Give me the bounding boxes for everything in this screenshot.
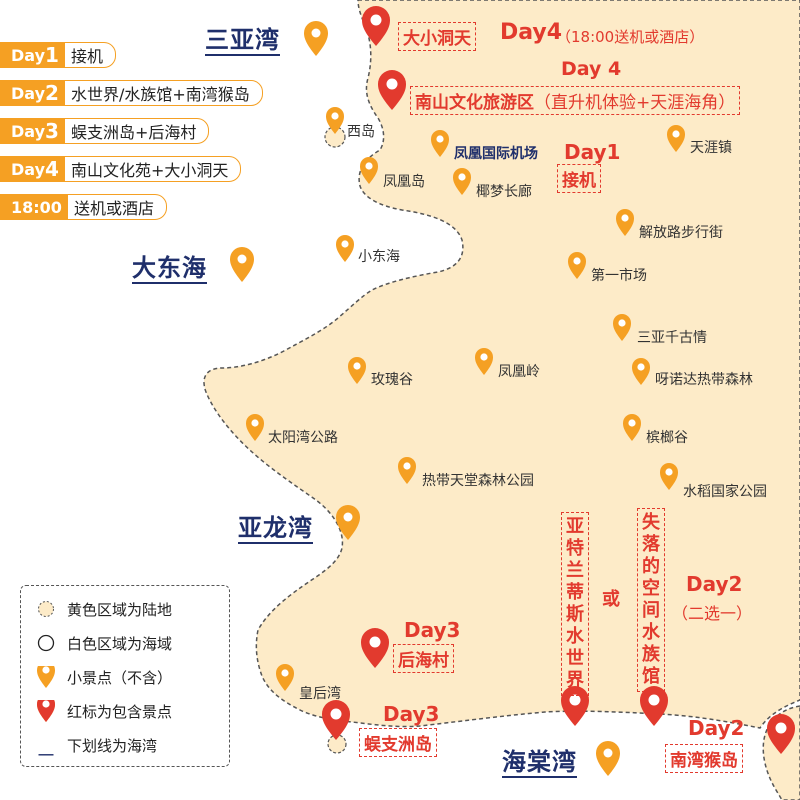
sea-swatch-icon	[35, 632, 57, 654]
atlantis-box: 亚特兰蒂斯水世界	[561, 512, 589, 696]
day-prefix: Day	[11, 121, 46, 141]
houhai-box: 后海村	[393, 644, 454, 673]
label-fenghuangling: 凤凰岭	[498, 364, 540, 380]
land-swatch-icon	[35, 598, 57, 620]
label-yanuoda: 呀诺达热带森林	[655, 372, 753, 388]
day-number: 3	[45, 119, 59, 143]
label-jiefang: 解放路步行街	[639, 225, 723, 241]
label-diyi: 第一市场	[591, 268, 647, 284]
day-prefix: Day	[11, 159, 46, 179]
itinerary-departure: 18:00 送机或酒店	[0, 194, 167, 220]
label-binlang: 槟榔谷	[646, 430, 688, 446]
bay-yalong: 亚龙湾	[238, 514, 313, 544]
key-red: 红标为包含景点	[35, 700, 172, 722]
jieji-day: Day1	[564, 140, 621, 164]
bay-sanya: 三亚湾	[205, 26, 280, 56]
wuzhizhou-day: Day3	[383, 702, 440, 726]
key-land-text: 黄色区域为陆地	[67, 600, 173, 619]
label-xiaodonghai: 小东海	[358, 249, 400, 265]
label-yemeng: 椰梦长廊	[476, 184, 532, 200]
nanshan-box: 南山文化旅游区（直升机体验+天涯海角）	[410, 86, 741, 115]
label-taiyangwan: 太阳湾公路	[268, 430, 338, 446]
bay-haitang: 海棠湾	[502, 748, 577, 778]
monkey-day: Day2	[688, 716, 745, 740]
monkey-box: 南湾猴岛	[665, 744, 743, 773]
itinerary-text: 水世界/水族馆+南湾猴岛	[70, 85, 250, 104]
land-mainland	[203, 0, 800, 729]
wuzhizhou-red-pin	[322, 700, 350, 740]
jieji-box: 接机	[557, 164, 601, 193]
wuzhizhou-box: 蜈支洲岛	[359, 728, 437, 757]
day-prefix: Day	[11, 45, 46, 65]
label-xidao: 西岛	[347, 124, 375, 140]
itinerary-text: 接机	[70, 47, 103, 66]
label-huanghou: 皇后湾	[299, 686, 341, 702]
lost-box: 失落的空间水族馆	[637, 508, 665, 692]
bay-dadonghai: 大东海	[132, 254, 207, 284]
label-tianya: 天涯镇	[690, 140, 732, 156]
nanshan-label: 南山文化旅游区	[415, 93, 534, 113]
lost-red-pin	[640, 686, 668, 726]
underline-symbol: __	[38, 738, 54, 756]
dadonghai-bay-pin	[230, 247, 254, 282]
key-small-text: 小景点（不含）	[67, 668, 173, 687]
day2-day: Day2	[686, 572, 743, 596]
orange-pin-icon	[35, 666, 57, 688]
key-sea: 白色区域为海域	[35, 632, 172, 654]
label-airport: 凤凰国际机场	[454, 146, 538, 162]
label-meigui: 玫瑰谷	[371, 372, 413, 388]
red-pin-icon	[35, 700, 57, 722]
haitang-bay-pin	[596, 741, 620, 776]
itinerary-text: 送机或酒店	[73, 199, 154, 218]
xiaodonghai-pin	[336, 235, 354, 262]
label-shuidao: 水稻国家公园	[683, 484, 767, 500]
key-underline-text: 下划线为海湾	[67, 736, 158, 755]
departure-time: 18:00	[11, 197, 62, 217]
day-number: 1	[45, 43, 59, 67]
day2-note: （二选一）	[672, 604, 753, 623]
map-key: 黄色区域为陆地 白色区域为海域 小景点（不含） 红标为包含景点 __ 下划线为海…	[20, 585, 230, 767]
key-land: 黄色区域为陆地	[35, 598, 172, 620]
label-fenghuangdao: 凤凰岛	[383, 174, 425, 190]
houhai-day: Day3	[404, 618, 461, 642]
label-qiangu: 三亚千古情	[637, 330, 707, 346]
nanshan-note: （直升机体验+天涯海角）	[534, 93, 736, 113]
key-underline: __ 下划线为海湾	[35, 734, 158, 757]
or-text: 或	[602, 589, 620, 610]
daxiao-box: 大小洞天	[398, 22, 476, 51]
day-number: 4	[45, 157, 59, 181]
label-redai: 热带天堂森林公园	[422, 473, 534, 489]
key-sea-text: 白色区域为海域	[67, 634, 173, 653]
daxiao-day: Day4	[500, 20, 563, 45]
key-red-text: 红标为包含景点	[67, 702, 173, 721]
daxiao-note: （18:00送机或酒店）	[556, 28, 705, 46]
day-prefix: Day	[11, 83, 46, 103]
key-small: 小景点（不含）	[35, 666, 172, 688]
itinerary-text: 蜈支洲岛+后海村	[70, 123, 197, 142]
itinerary-text: 南山文化苑+大小洞天	[70, 161, 229, 180]
day-number: 2	[45, 81, 59, 105]
sanya-bay-pin	[304, 21, 328, 56]
nanshan-day: Day 4	[561, 58, 622, 80]
